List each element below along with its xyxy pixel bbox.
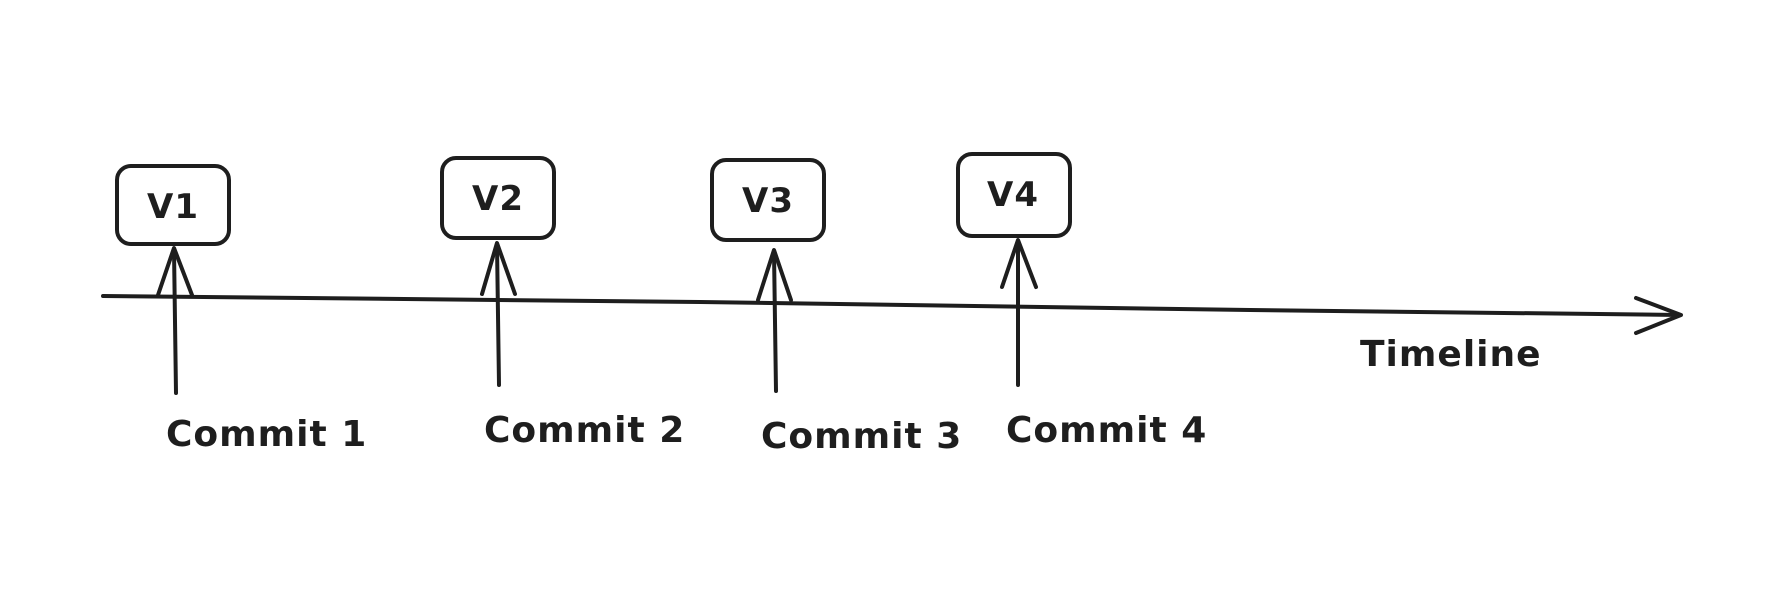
commit-label-2: Commit 2	[484, 410, 685, 451]
version-label-v2: V2	[472, 179, 524, 219]
version-box-v3	[710, 158, 826, 242]
timeline-axis	[101, 294, 1683, 335]
version-box-v2	[440, 156, 556, 240]
commit-arrow-1	[172, 248, 178, 395]
version-label-v3: V3	[742, 181, 794, 221]
commit-2-group: V2 Commit 2	[440, 156, 685, 451]
commit-4-group: V4 Commit 4	[956, 152, 1207, 451]
commit-arrow-2	[495, 243, 501, 387]
arrow-up-icon	[1000, 238, 1038, 289]
version-label-v1: V1	[147, 187, 199, 227]
commit-1-group: V1 Commit 1	[115, 164, 367, 455]
timeline-line	[101, 294, 1682, 317]
commit-3-group: V3 Commit 3	[710, 158, 962, 457]
timeline-label: Timeline	[1360, 334, 1542, 375]
commit-label-3: Commit 3	[761, 416, 962, 457]
commit-label-1: Commit 1	[166, 414, 367, 455]
arrow-up-icon	[156, 246, 194, 297]
commit-label-4: Commit 4	[1006, 410, 1207, 451]
timeline-arrowhead-icon	[1634, 296, 1683, 335]
commit-arrow-3	[772, 250, 778, 393]
version-label-v4: V4	[987, 175, 1039, 215]
version-box-v4	[956, 152, 1072, 238]
version-box-v1	[115, 164, 231, 246]
arrow-up-icon	[480, 241, 517, 296]
arrow-up-icon	[756, 248, 793, 302]
